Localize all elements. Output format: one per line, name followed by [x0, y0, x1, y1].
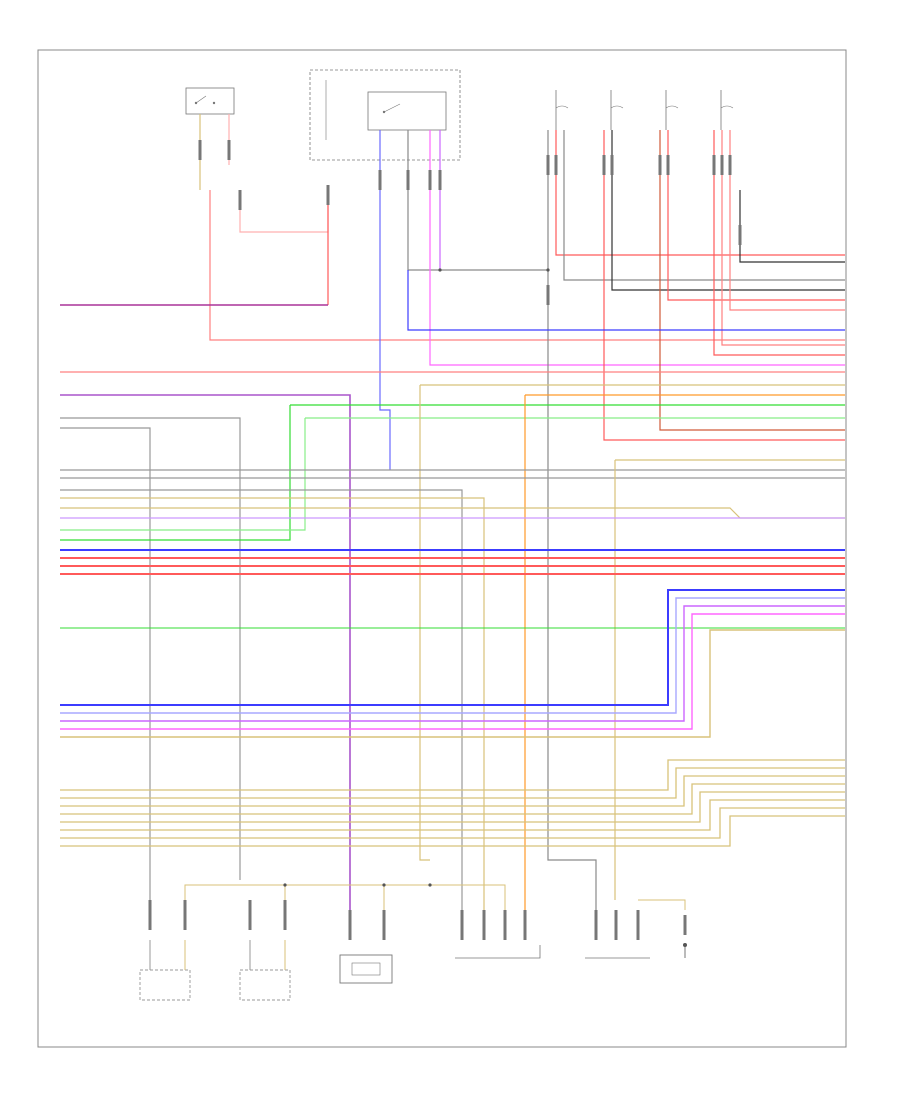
splice-points: [283, 268, 550, 887]
connector-pins: [148, 140, 742, 940]
component-front-left-sensor: [239, 940, 291, 1001]
component-relay-top: [367, 91, 447, 131]
wires-bus: [60, 549, 845, 575]
component-fuse-box: [309, 69, 461, 161]
wires-horizontal: [60, 304, 845, 910]
diagram-border: [37, 49, 847, 1048]
component-ground-point: [683, 943, 687, 958]
component-front-right-sensor: [139, 940, 191, 1001]
component-center-sensor: [339, 954, 393, 984]
component-fuses-right: [555, 90, 734, 130]
component-switch-top-left: [185, 87, 235, 190]
wires-bottom: [184, 884, 686, 910]
component-module-unit: [455, 945, 541, 959]
wires-sensor: [60, 589, 845, 738]
wires-tan-bundle: [60, 759, 845, 847]
